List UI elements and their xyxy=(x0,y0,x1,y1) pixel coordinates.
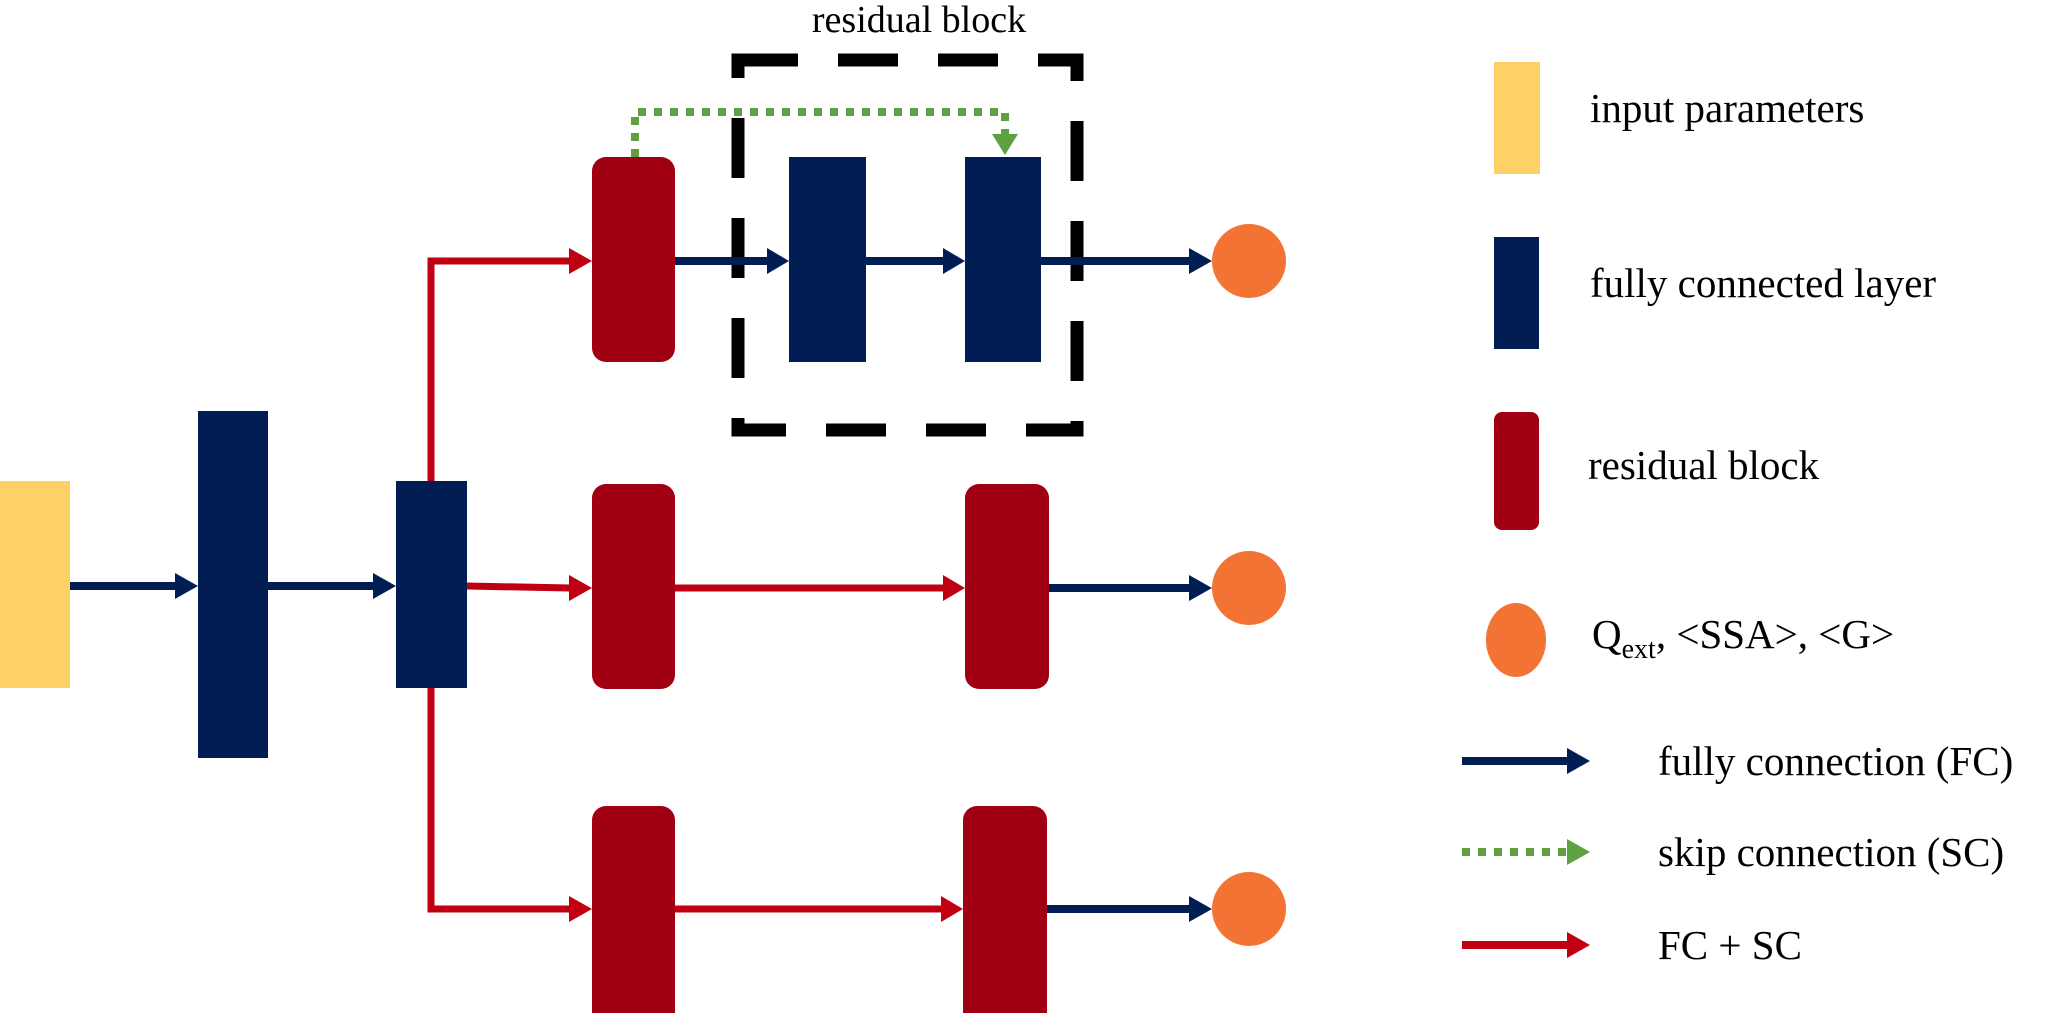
legend-item-fcsc-arrow: FC + SC xyxy=(1462,922,1802,968)
residual-block-title: residual block xyxy=(812,0,1026,41)
legend-item-fc-arrow: fully connection (FC) xyxy=(1462,738,2013,784)
residual-block-frame xyxy=(731,53,1084,437)
residual-block-top xyxy=(592,157,675,362)
legend-output-q: Q xyxy=(1592,611,1622,657)
legend-residual-label: residual block xyxy=(1588,442,1820,488)
legend-fcsc-arrow-label: FC + SC xyxy=(1658,922,1802,968)
fc-arrow-mid-out xyxy=(1049,575,1212,601)
legend-skip-arrow-label: skip connection (SC) xyxy=(1658,829,2004,875)
legend-item-skip-arrow: skip connection (SC) xyxy=(1462,829,2004,875)
fcsc-branch-mid xyxy=(466,575,592,601)
residual-block-mid-2 xyxy=(965,484,1049,689)
legend-output-rest: , <SSA>, <G> xyxy=(1656,611,1894,657)
fcsc-arrow-mid xyxy=(675,575,965,601)
legend-residual-swatch xyxy=(1494,412,1539,530)
legend-input-label: input parameters xyxy=(1590,85,1864,131)
legend-output-label: Qext, <SSA>, <G> xyxy=(1592,611,1894,665)
legend: input parameters fully connected layer r… xyxy=(1462,62,2013,968)
fcsc-branch-bottom xyxy=(427,688,592,922)
residual-block-mid-1 xyxy=(592,484,675,689)
input-parameters-block xyxy=(0,481,70,688)
legend-fc-arrowhead xyxy=(1567,748,1590,774)
residual-fc-layer-a xyxy=(789,157,866,362)
skip-connection-line xyxy=(631,108,1009,157)
legend-item-fc-layer: fully connected layer xyxy=(1494,237,1936,349)
legend-item-residual: residual block xyxy=(1494,412,1820,530)
skip-connection-arrowhead xyxy=(992,134,1018,155)
output-node-top xyxy=(1212,224,1286,298)
fc-arrow-bottom-out xyxy=(1047,896,1212,922)
fc-arrow-top-2 xyxy=(866,248,965,274)
legend-input-swatch xyxy=(1494,62,1540,174)
output-node-mid xyxy=(1212,551,1286,625)
legend-item-input: input parameters xyxy=(1494,62,1864,174)
output-node-bottom xyxy=(1212,872,1286,946)
fcsc-branch-top xyxy=(427,248,592,481)
residual-block-bottom-2 xyxy=(963,806,1047,1013)
legend-output-swatch xyxy=(1486,603,1546,677)
fc-arrow-fc1-to-fc2 xyxy=(268,573,396,599)
fully-connected-layer-2 xyxy=(396,481,467,688)
legend-fc-arrow-label: fully connection (FC) xyxy=(1658,738,2013,784)
legend-fc-layer-label: fully connected layer xyxy=(1590,260,1936,306)
fc-arrow-top-1 xyxy=(675,248,789,274)
legend-output-sub: ext xyxy=(1622,634,1656,665)
residual-block-bottom-1 xyxy=(592,806,675,1013)
legend-fc-layer-swatch xyxy=(1494,237,1539,349)
fcsc-arrow-bottom xyxy=(675,896,963,922)
fc-arrow-input-to-fc1 xyxy=(70,573,198,599)
fc-arrow-top-out xyxy=(1041,248,1212,274)
fully-connected-layer-1 xyxy=(198,411,268,758)
legend-fcsc-arrowhead xyxy=(1567,932,1590,958)
residual-fc-layer-b xyxy=(965,157,1041,362)
legend-item-output: Qext, <SSA>, <G> xyxy=(1486,603,1894,677)
legend-skip-arrowhead xyxy=(1567,839,1590,865)
